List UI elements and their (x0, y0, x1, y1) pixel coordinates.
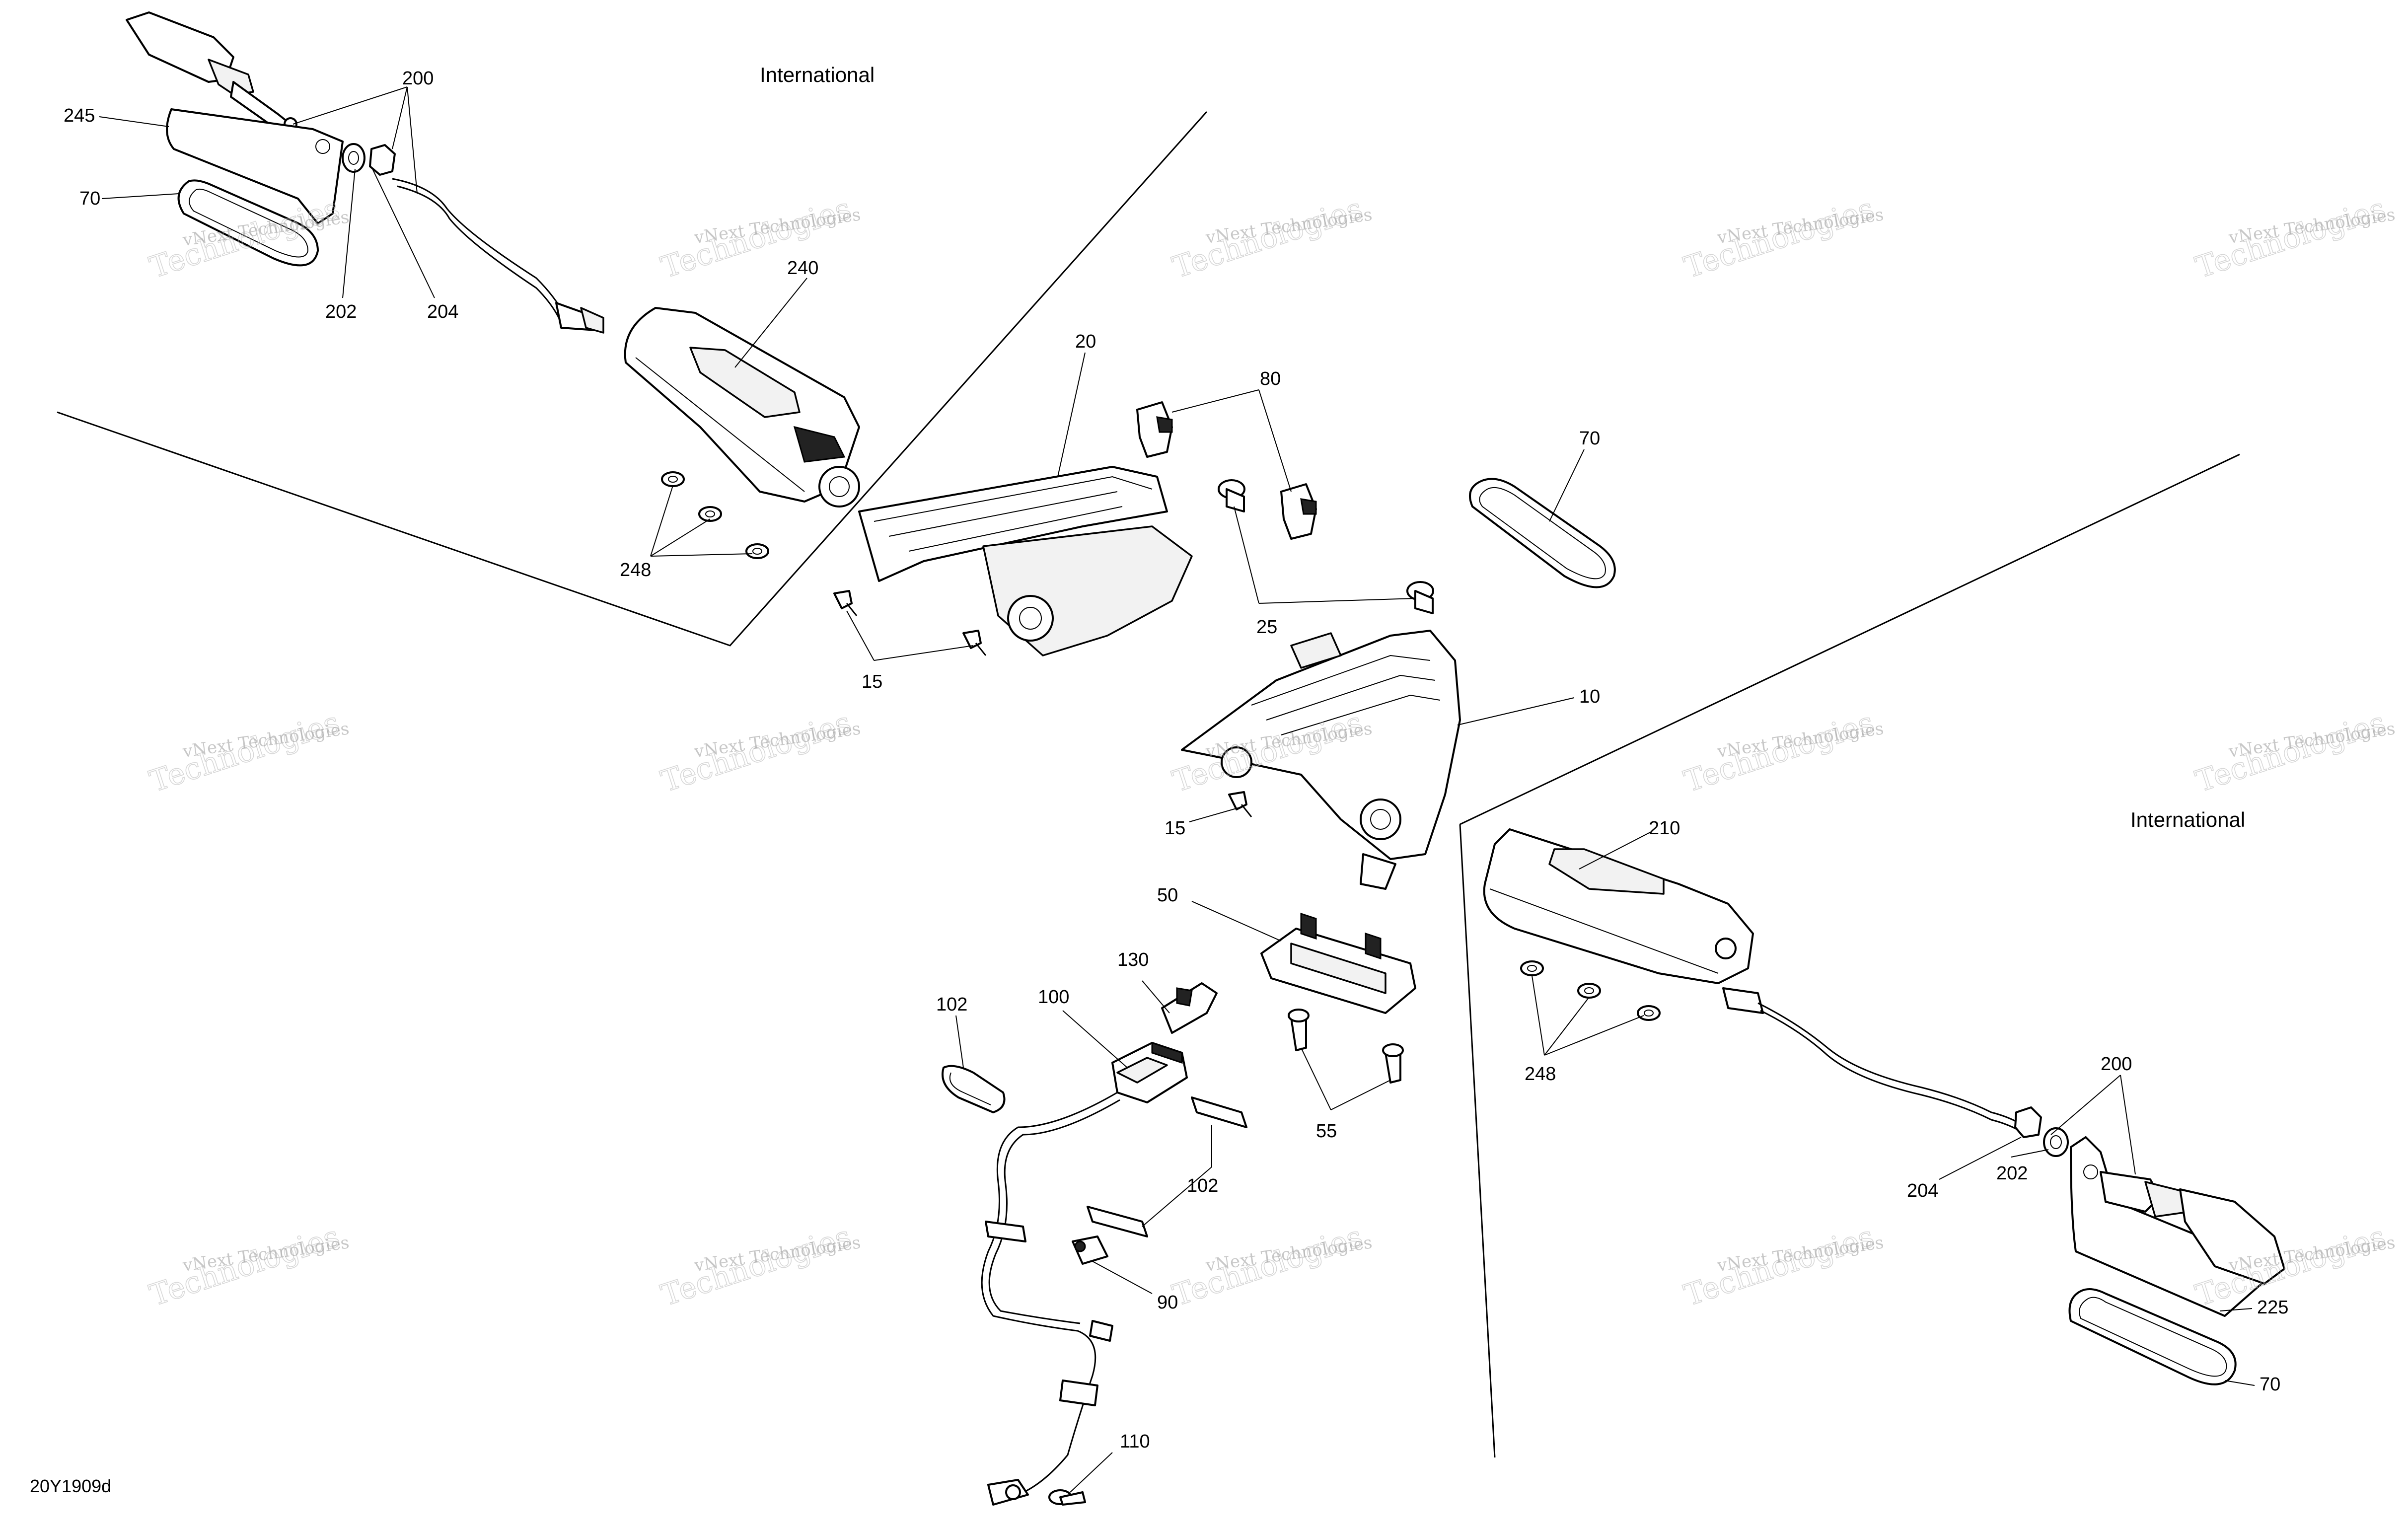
callout-130: 130 (1117, 949, 1149, 970)
screw-110 (1048, 1489, 1086, 1506)
callout-110: 110 (1120, 1431, 1150, 1452)
signal-lamp-200-left (126, 11, 297, 133)
signal-housing-210-right (1483, 828, 1754, 984)
callout-248-right: 248 (1525, 1064, 1556, 1085)
callout-210: 210 (1649, 818, 1680, 839)
washers-248-left (661, 471, 769, 559)
wiring-harness (981, 1091, 1120, 1506)
nut-204-right (2014, 1106, 2042, 1138)
callout-225: 225 (2257, 1297, 2288, 1318)
pins-25 (1218, 479, 1434, 614)
callout-55: 55 (1316, 1121, 1337, 1142)
washers-248-right (1520, 960, 1661, 1021)
callout-202-left: 202 (325, 301, 357, 322)
tie-wrap-102-upper (942, 1065, 1006, 1113)
callout-70-right: 70 (2260, 1374, 2280, 1395)
nut-204-left (369, 144, 396, 176)
right-turn-signal-assembly (1483, 828, 2285, 1385)
callout-102-upper: 102 (936, 994, 967, 1015)
signal-lamp-200-right (2100, 1171, 2285, 1285)
callout-15-lower: 15 (1165, 818, 1185, 839)
connector-90 (1072, 1235, 1108, 1265)
signal-housing-240-left (624, 307, 860, 508)
tail-light-10 (1181, 630, 1461, 890)
gasket-70-left (177, 179, 319, 267)
callout-200-right: 200 (2101, 1054, 2132, 1075)
bracket-245-left (166, 108, 344, 224)
screws-15-upper (833, 590, 987, 656)
region-label-right: International (2130, 808, 2245, 831)
license-light-50 (1260, 912, 1416, 1014)
left-turn-signal-assembly (126, 11, 860, 559)
section-dividers (57, 111, 2240, 1458)
callout-70-center: 70 (1579, 428, 1600, 449)
signal-wire-left (392, 178, 604, 334)
leader-lines (99, 86, 2255, 1493)
screw-15-lower (1228, 791, 1252, 817)
callout-202-right: 202 (1996, 1163, 2028, 1184)
screws-55 (1288, 1009, 1404, 1084)
sleeve-102-lower (1087, 1096, 1247, 1237)
callout-70-left: 70 (79, 188, 100, 209)
clips-80 (1136, 401, 1317, 540)
clip-130 (1161, 982, 1218, 1034)
signal-wire-right (1722, 987, 2027, 1136)
callout-248-left: 248 (620, 560, 651, 581)
callout-10: 10 (1579, 686, 1600, 707)
callout-100: 100 (1038, 987, 1069, 1008)
region-label-left: International (760, 63, 875, 86)
callout-102-lower: 102 (1187, 1175, 1218, 1196)
callout-90: 90 (1157, 1292, 1178, 1313)
callout-50: 50 (1157, 885, 1178, 906)
tail-light-assembly (833, 401, 1461, 890)
callout-204-left: 204 (427, 301, 458, 322)
callout-80: 80 (1260, 368, 1281, 389)
callout-245: 245 (64, 105, 95, 126)
callout-15-upper: 15 (862, 671, 882, 692)
diagram-code: 20Y1909d (30, 1476, 111, 1496)
connector-100 (1111, 1041, 1188, 1103)
lens-20 (858, 466, 1193, 656)
callout-204-right: 204 (1907, 1180, 1938, 1201)
callout-200-left: 200 (402, 68, 434, 89)
callout-20: 20 (1075, 331, 1096, 352)
washer-202-right (2043, 1127, 2069, 1157)
callout-240: 240 (787, 258, 818, 279)
gasket-70-right (2068, 1288, 2237, 1385)
washer-202-left (342, 143, 365, 173)
gasket-70-center (1469, 478, 1616, 588)
callout-labels: 200 245 70 202 204 240 248 20 80 70 25 1… (64, 68, 2288, 1452)
callout-25: 25 (1256, 617, 1277, 638)
